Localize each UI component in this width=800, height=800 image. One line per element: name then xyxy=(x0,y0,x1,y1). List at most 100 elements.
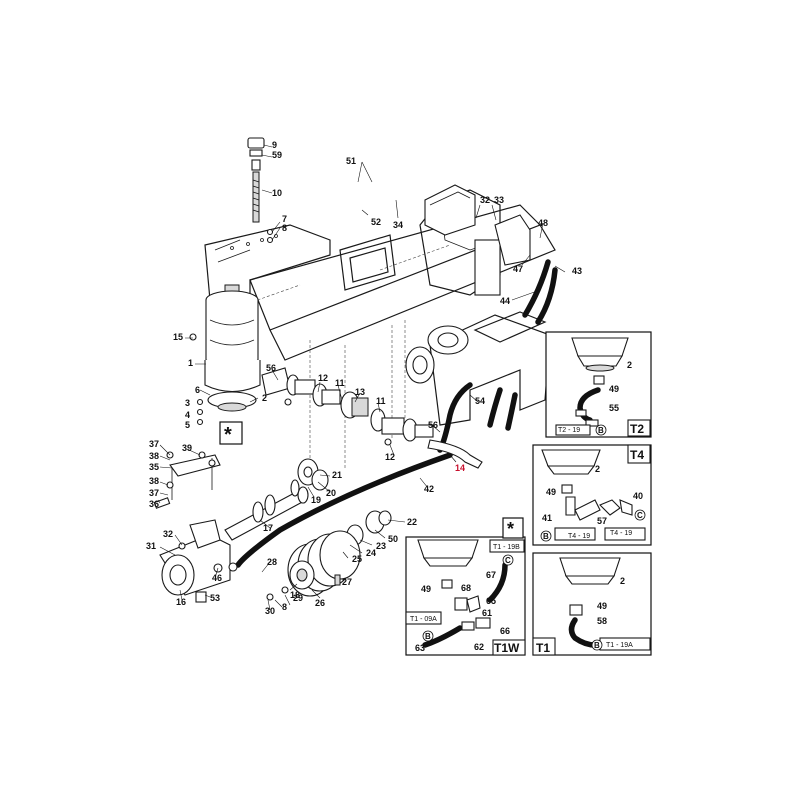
label-28: 28 xyxy=(267,557,277,567)
t1-label-58: 58 xyxy=(597,616,607,626)
main-star-symbol: * xyxy=(224,424,232,446)
t1w-label-62: 62 xyxy=(474,642,484,652)
t4-circle-b: B xyxy=(543,532,549,541)
panel-t1w xyxy=(405,536,526,656)
label-4: 4 xyxy=(185,410,190,420)
label-5: 5 xyxy=(185,420,190,430)
label-47: 47 xyxy=(513,264,523,274)
label-1: 1 xyxy=(188,358,193,368)
label-22: 22 xyxy=(407,517,417,527)
label-39: 39 xyxy=(182,443,192,453)
label-34: 34 xyxy=(393,220,403,230)
t1w-star: * xyxy=(507,519,514,539)
label-21: 21 xyxy=(332,470,342,480)
label-16: 16 xyxy=(176,597,186,607)
label-9: 9 xyxy=(272,140,277,150)
label-25: 25 xyxy=(352,554,362,564)
t1-label-49: 49 xyxy=(597,601,607,611)
label-43: 43 xyxy=(572,266,582,276)
label-33: 33 xyxy=(494,195,504,205)
label-2: 2 xyxy=(262,393,267,403)
label-15: 15 xyxy=(173,332,183,342)
shaft-assembly xyxy=(224,458,392,556)
label-29: 29 xyxy=(293,593,303,603)
hoses xyxy=(235,259,558,568)
leader-lines xyxy=(157,144,566,611)
label-48: 48 xyxy=(538,218,548,228)
label-44: 44 xyxy=(500,296,510,306)
valve-bracket xyxy=(153,451,221,509)
label-51: 51 xyxy=(346,156,356,166)
label-27: 27 xyxy=(342,577,352,587)
hub-housing xyxy=(159,519,238,603)
label-38-top: 38 xyxy=(149,451,159,461)
t2-label-2: 2 xyxy=(627,360,632,370)
panel-t2-labels: 2 49 55 T2 - 19 B T2 xyxy=(558,360,644,436)
panel-t4-labels: T4 2 49 40 41 57 B T4 - 19 T4 - 19 C xyxy=(540,448,646,542)
t1w-ref-1: T1 - 19B xyxy=(493,544,520,551)
label-11-right: 11 xyxy=(376,396,386,406)
t1w-label-65: 65 xyxy=(486,596,496,606)
t4-label-41: 41 xyxy=(542,513,552,523)
t4-label-2: 2 xyxy=(595,464,600,474)
panel-t1-labels: 2 49 58 B T1 - 19A T1 xyxy=(536,576,633,655)
label-23: 23 xyxy=(376,541,386,551)
label-7: 7 xyxy=(282,214,287,224)
label-8: 8 xyxy=(282,223,287,233)
t1w-circle-b: B xyxy=(425,632,431,641)
t4-ref-1: T4 - 19 xyxy=(568,533,590,540)
label-30: 30 xyxy=(265,606,275,616)
label-54: 54 xyxy=(475,396,485,406)
t1w-tag: T1W xyxy=(494,641,520,655)
t1w-label-61: 61 xyxy=(482,608,492,618)
t1w-label-49: 49 xyxy=(421,584,431,594)
label-31: 31 xyxy=(146,541,156,551)
t1-ref: T1 - 19A xyxy=(606,642,633,649)
t2-tag: T2 xyxy=(630,422,644,436)
t4-ref-2: T4 - 19 xyxy=(610,530,632,537)
t2-label-55: 55 xyxy=(609,403,619,413)
t4-label-40: 40 xyxy=(633,491,643,501)
label-59: 59 xyxy=(272,150,282,160)
label-46: 46 xyxy=(212,573,222,583)
top-bolt-assembly xyxy=(247,137,274,244)
label-11-left: 11 xyxy=(335,378,345,388)
part-labels: 9 59 10 7 8 51 52 34 32 33 48 47 43 44 1… xyxy=(146,140,582,616)
label-14: 14 xyxy=(455,463,465,473)
t4-label-57: 57 xyxy=(597,516,607,526)
t2-circle-b: B xyxy=(598,426,604,435)
t1w-label-66: 66 xyxy=(500,626,510,636)
label-17: 17 xyxy=(263,523,273,533)
label-42: 42 xyxy=(424,484,434,494)
main-star-box: * xyxy=(219,421,243,446)
label-52: 52 xyxy=(371,217,381,227)
label-37-bottom: 37 xyxy=(149,488,159,498)
t1-circle-b: B xyxy=(594,641,600,650)
label-32-bottom: 32 xyxy=(163,529,173,539)
label-20: 20 xyxy=(326,488,336,498)
label-53: 53 xyxy=(210,593,220,603)
pulley xyxy=(266,530,361,601)
panel-t2 xyxy=(545,331,652,438)
t1-label-2: 2 xyxy=(620,576,625,586)
t1w-ref-2: T1 - 09A xyxy=(410,616,437,623)
t4-tag: T4 xyxy=(630,448,644,462)
t1w-label-63: 63 xyxy=(415,643,425,653)
t2-label-49: 49 xyxy=(609,384,619,394)
t1-tag: T1 xyxy=(536,641,550,655)
t4-circle-c: C xyxy=(637,511,643,520)
label-13: 13 xyxy=(355,387,365,397)
t1w-label-67: 67 xyxy=(486,570,496,580)
t2-ref: T2 - 19 xyxy=(558,427,580,434)
label-12-right: 12 xyxy=(385,452,395,462)
t1w-label-68: 68 xyxy=(461,583,471,593)
label-18: 18 xyxy=(290,590,300,600)
label-32-top: 32 xyxy=(480,195,490,205)
label-50: 50 xyxy=(388,534,398,544)
label-12-left: 12 xyxy=(318,373,328,383)
label-10: 10 xyxy=(272,188,282,198)
driveshaft xyxy=(261,367,434,446)
panel-t1w-labels: * T1 - 19B C 67 49 68 65 61 T1 - 09A B 6… xyxy=(410,517,524,655)
label-56-right: 56 xyxy=(428,420,438,430)
